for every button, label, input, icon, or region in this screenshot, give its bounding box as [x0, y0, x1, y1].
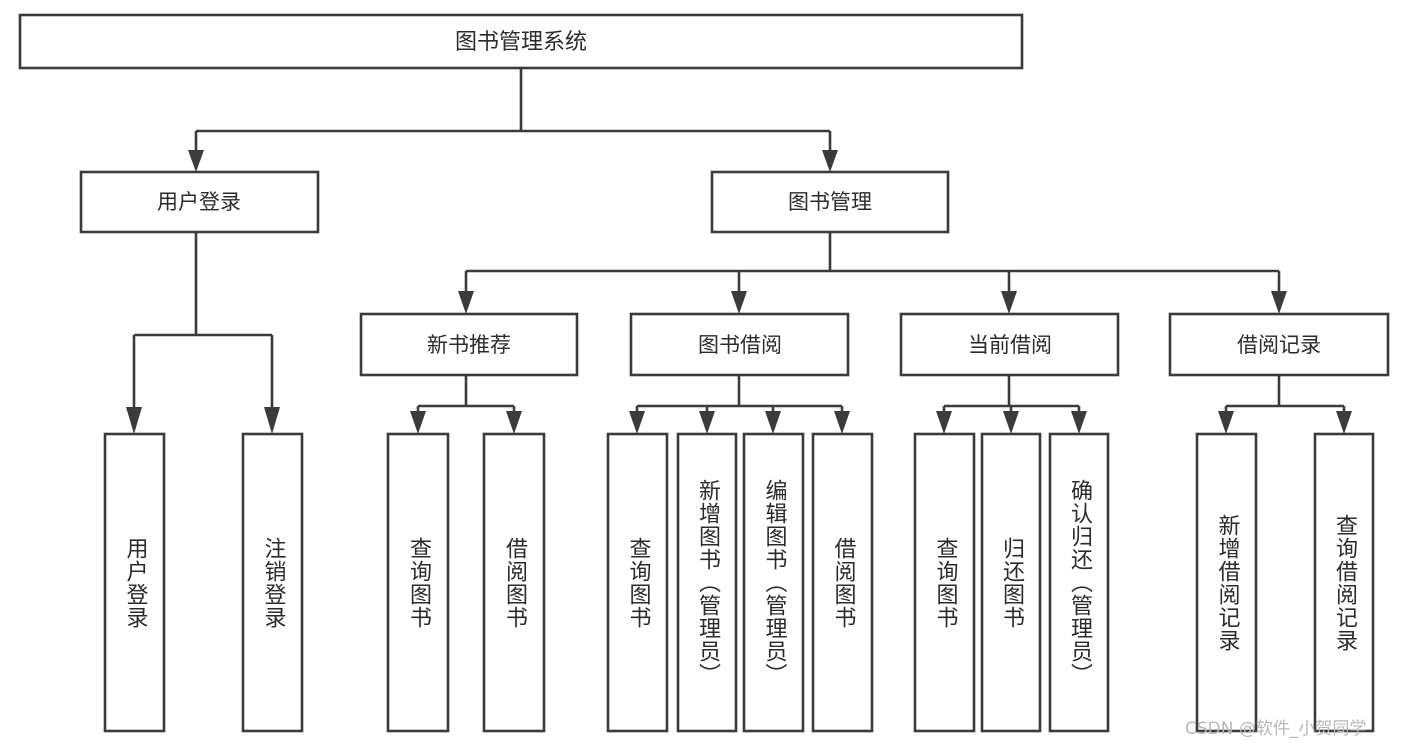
arrow-head-leaf-return-book	[1003, 411, 1019, 434]
node-leaf-query-book-1[interactable]	[386, 432, 450, 733]
node-leaf-add-record[interactable]	[1195, 432, 1258, 733]
node-book-manage[interactable]	[710, 170, 950, 234]
node-user-login-label: 用户登录	[157, 190, 241, 214]
node-new-book-recommend[interactable]	[359, 312, 579, 377]
node-root-system[interactable]	[18, 13, 1024, 70]
node-new-book-recommend-label: 新书推荐	[427, 333, 511, 357]
arrow-head-leaf-edit-book	[765, 411, 781, 434]
node-borrow-record-label: 借阅记录	[1237, 333, 1321, 357]
node-leaf-confirm-return[interactable]	[1048, 432, 1110, 733]
node-root-system-label: 图书管理系统	[455, 30, 587, 55]
node-book-manage-label: 图书管理	[788, 190, 872, 214]
connectors-currentborrow-to-leaves	[936, 375, 1087, 434]
arrow-head-leaf-confirm-return	[1071, 411, 1087, 434]
connectors-newbook-to-leaves	[410, 375, 522, 434]
connectors-userlogin-to-leaves	[126, 232, 280, 434]
node-borrow-record[interactable]	[1168, 312, 1390, 377]
node-leaf-user-login[interactable]	[103, 432, 166, 733]
node-current-borrow[interactable]	[899, 312, 1120, 377]
connectors-borrowrecord-to-leaves	[1218, 375, 1352, 434]
node-leaf-edit-book[interactable]	[742, 432, 805, 733]
node-user-login[interactable]	[79, 170, 320, 234]
node-leaf-return-book[interactable]	[980, 432, 1042, 733]
arrow-head-leaf-query-book-3	[936, 411, 952, 434]
node-leaf-borrow-book-1[interactable]	[482, 432, 546, 733]
node-leaf-logout[interactable]	[241, 432, 304, 733]
arrow-head-book-manage	[822, 150, 838, 172]
node-current-borrow-label: 当前借阅	[968, 333, 1052, 357]
arrow-head-user-login	[188, 150, 204, 172]
connectors-root-to-level2	[188, 68, 838, 172]
arrow-head-leaf-logout	[264, 407, 280, 434]
arrow-head-leaf-add-record	[1218, 411, 1234, 434]
arrow-head-leaf-query-book-2	[629, 411, 645, 434]
arrow-head-leaf-add-book	[699, 411, 715, 434]
arrow-head-leaf-query-book-1	[410, 411, 426, 434]
node-leaf-add-book[interactable]	[676, 432, 738, 733]
node-leaf-borrow-book-2[interactable]	[811, 432, 874, 733]
node-leaf-query-record[interactable]	[1313, 432, 1375, 733]
node-leaf-query-book-2[interactable]	[606, 432, 669, 733]
arrow-head-borrow-record	[1271, 291, 1287, 314]
arrow-head-book-borrow	[731, 291, 747, 314]
arrow-head-leaf-query-record	[1336, 411, 1352, 434]
connectors-bookborrow-to-leaves	[629, 375, 850, 434]
arrow-head-leaf-borrow-book-1	[506, 411, 522, 434]
watermark: CSDN @软件_小贺同学	[1185, 719, 1367, 739]
node-book-borrow-label: 图书借阅	[698, 333, 782, 357]
node-leaf-query-book-3[interactable]	[913, 432, 976, 733]
arrow-head-leaf-borrow-book-2	[834, 411, 850, 434]
arrow-head-new-book	[458, 291, 474, 314]
arrow-head-leaf-user-login	[126, 407, 142, 434]
node-book-borrow[interactable]	[629, 312, 850, 377]
arrow-head-current-borrow	[1001, 291, 1017, 314]
connectors-booksmanage-to-level3	[458, 232, 1287, 314]
